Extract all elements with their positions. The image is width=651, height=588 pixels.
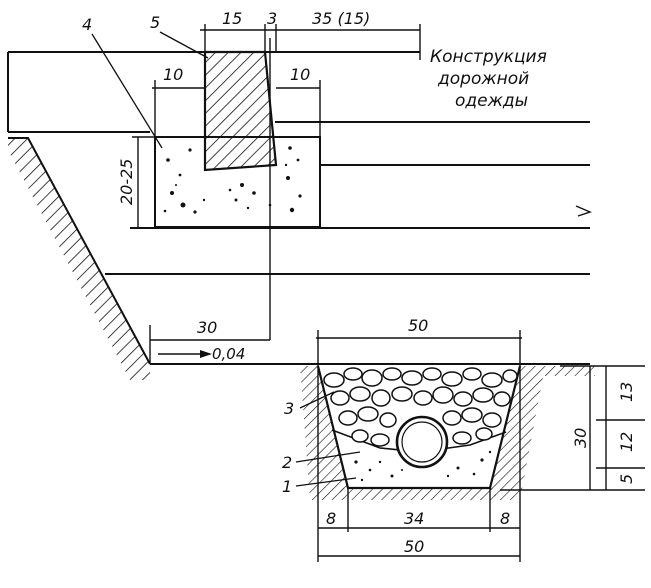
dim-bottom-8-left: 8 [326,509,336,528]
dim-right-13: 13 [617,382,636,402]
dim-bottom-50: 50 [404,537,424,556]
drainage-trench [300,365,595,500]
depth-dimension [132,136,155,228]
callout-5: 5 [150,13,160,32]
gradient-arrow [158,350,212,358]
embankment-slope [8,137,151,380]
dim-right-10: 10 [290,65,310,84]
concrete-speckle [163,146,302,214]
trench-top-dimension [316,330,522,366]
dim-right-30: 30 [571,428,590,448]
dim-right-5: 5 [617,474,636,484]
callout-2: 2 [282,453,292,472]
top-dimensions [200,24,421,60]
offset-dimensions [152,80,321,137]
dim-left-10: 10 [163,65,183,84]
dim-trench-top-50: 50 [408,316,428,335]
pavement-label-line2: дорожной [437,69,529,89]
dim-3: 3 [267,9,277,28]
sand-layer [354,450,492,482]
drain-pipe [395,415,449,469]
dim-15: 15 [222,9,242,28]
curb-stone [203,38,278,340]
slope-dimension [149,325,270,364]
dim-30-shoulder: 30 [197,318,217,337]
gradient-value: 0,04 [212,345,245,363]
dim-right-12: 12 [617,432,636,452]
pavement-label-line1: Конструкция [430,47,547,67]
dim-35-15: 35 (15) [312,9,370,28]
right-dimensions [500,365,645,491]
callout-leaders [91,31,361,487]
break-mark [575,205,592,217]
dim-bottom-8-right: 8 [500,509,510,528]
callout-1: 1 [282,477,292,496]
dim-20-25: 20-25 [117,159,136,206]
bottom-dimensions [317,366,521,562]
callout-3: 3 [284,399,294,418]
dim-bottom-34: 34 [404,509,424,528]
callout-4: 4 [82,15,92,34]
gravel-layer [323,367,518,447]
pavement-label-line3: одежды [455,91,528,111]
